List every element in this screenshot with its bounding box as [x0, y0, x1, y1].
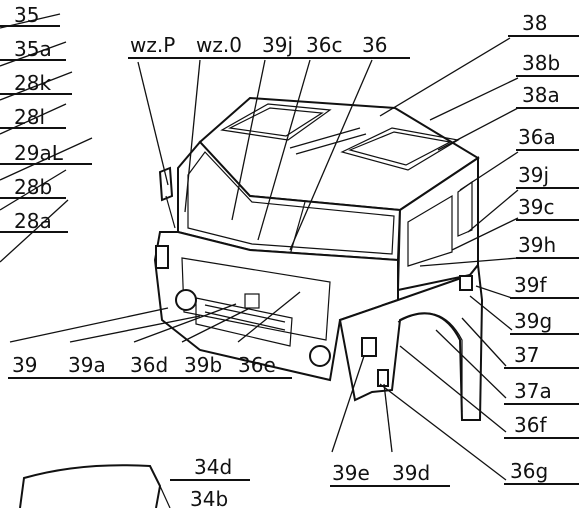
- label-36g: 36g: [510, 459, 548, 483]
- headlight-right: [309, 345, 331, 367]
- label-34b: 34b: [190, 487, 228, 508]
- mirror-arm: [165, 195, 176, 229]
- label-39e: 39e: [332, 461, 370, 485]
- roof-hatch-front-inner: [228, 107, 324, 137]
- label-28a: 28a: [14, 209, 52, 233]
- label-37a: 37a: [514, 379, 552, 403]
- label-38: 38: [522, 11, 547, 35]
- label-36d: 36d: [130, 353, 168, 377]
- label-28k: 28k: [14, 71, 51, 95]
- front-badge: [244, 293, 260, 309]
- label-28b: 28b: [14, 175, 52, 199]
- side-mirror: [158, 166, 174, 202]
- labels-top: wz.P wz.0 39j 36c 36: [128, 33, 410, 59]
- roof-strip: [289, 127, 367, 155]
- label-37: 37: [514, 343, 539, 367]
- label-35: 35: [14, 3, 39, 27]
- label-39a: 39a: [68, 353, 106, 377]
- label-39f: 39f: [514, 273, 547, 297]
- fender-lamp: [361, 337, 377, 357]
- label-29aL: 29aL: [14, 141, 64, 165]
- label-39g: 39g: [514, 309, 552, 333]
- label-36a: 36a: [518, 125, 556, 149]
- label-39h: 39h: [518, 233, 556, 257]
- label-39d: 39d: [392, 461, 430, 485]
- side-window: [407, 194, 453, 267]
- step-lamp: [377, 369, 389, 387]
- grille-inner: [195, 297, 293, 347]
- grille-slot: [204, 304, 286, 331]
- fender-arch: [397, 312, 463, 412]
- label-36e: 36e: [238, 353, 276, 377]
- labels-left: 35 35a 28k 28l 29aL 28b 28a: [0, 3, 92, 233]
- headlight-left: [175, 289, 197, 311]
- leader-lines: [0, 13, 519, 481]
- windshield-divider: [289, 201, 306, 256]
- truck-cab-drawing: [19, 96, 484, 508]
- label-28l: 28l: [14, 105, 45, 129]
- label-39c: 39c: [518, 195, 554, 219]
- label-35a: 35a: [14, 37, 52, 61]
- label-36f: 36f: [514, 413, 547, 437]
- roof-hatch-rear-inner: [348, 131, 452, 166]
- label-38b: 38b: [522, 51, 560, 75]
- label-36: 36: [362, 33, 387, 57]
- label-39: 39: [12, 353, 37, 377]
- label-34d: 34d: [194, 455, 232, 479]
- side-lamp-left: [155, 245, 169, 269]
- label-39j-top: 39j: [262, 33, 293, 57]
- label-wz-0: wz.0: [196, 33, 242, 57]
- label-wz-p: wz.P: [130, 33, 175, 57]
- lower-panel-34: [19, 464, 162, 508]
- label-38a: 38a: [522, 83, 560, 107]
- labels-bottom: 39 39a 36d 39b 36e 39e 39d 34d 34b: [8, 353, 450, 508]
- label-36c: 36c: [306, 33, 342, 57]
- label-39b: 39b: [184, 353, 222, 377]
- label-39j-right: 39j: [518, 163, 549, 187]
- side-marker: [459, 275, 473, 291]
- windshield-frame: [187, 151, 395, 255]
- lower-panel-34-edge: [159, 485, 171, 508]
- roof-hatch-front: [220, 103, 332, 141]
- front-fender: [338, 262, 484, 421]
- labels-right: 38 38b 38a 36a 39j 39c 39h 39f 39g 37 37…: [504, 11, 579, 485]
